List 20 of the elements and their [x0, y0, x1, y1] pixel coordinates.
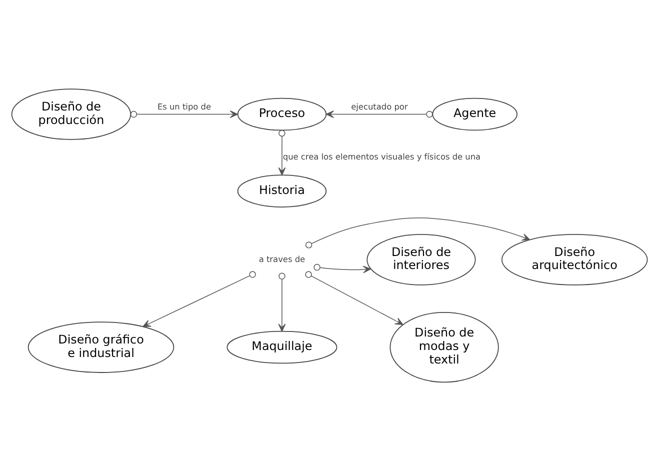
- arrow: [305, 217, 530, 248]
- node-ellipse: Diseño de interiores: [366, 234, 476, 285]
- edge-label: Es un tipo de: [157, 101, 212, 112]
- edge-label: ejecutado por: [351, 101, 408, 112]
- edge-label: que crea los elementos visuales y físicos de una: [282, 150, 481, 161]
- node-ellipse: Agente: [432, 97, 518, 130]
- node-ellipse: Diseño de modas y textil: [390, 311, 499, 382]
- node-text: a traves de: [258, 253, 306, 264]
- node-ellipse: Historia: [237, 174, 327, 207]
- node-ellipse: Maquillaje: [226, 330, 338, 364]
- arrow: [326, 110, 433, 118]
- arrow: [305, 270, 404, 324]
- arrow: [142, 270, 256, 326]
- node-ellipse: Diseño gráfico e industrial: [28, 321, 174, 372]
- arrow: [130, 110, 238, 118]
- arrow: [278, 272, 286, 332]
- arrow: [278, 129, 286, 175]
- node-ellipse: Diseño de producción: [11, 88, 132, 140]
- node-ellipse: Proceso: [237, 97, 327, 130]
- arrow: [314, 263, 372, 273]
